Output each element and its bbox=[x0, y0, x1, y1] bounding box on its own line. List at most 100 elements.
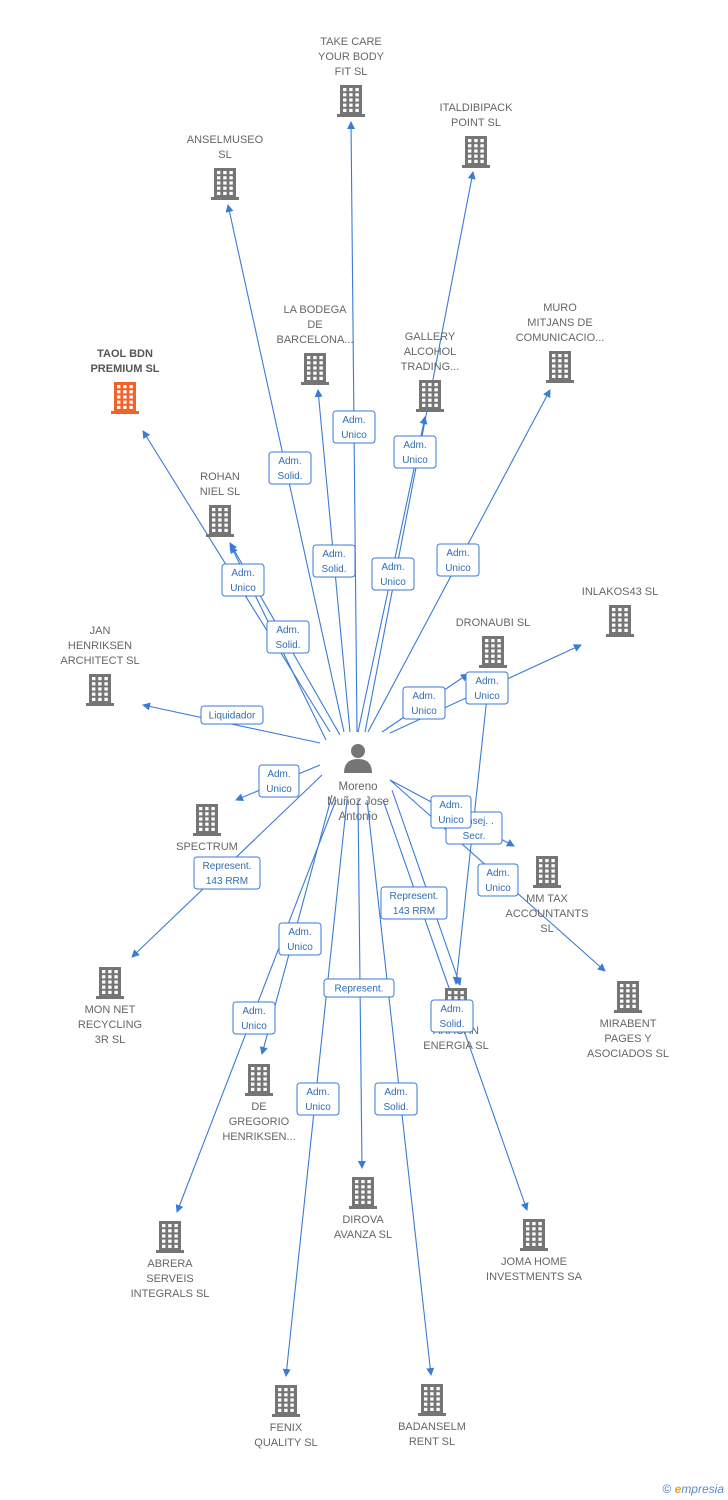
edge-role-label[interactable]: Adm.Unico bbox=[332, 410, 376, 444]
brand-logo-initial: e bbox=[674, 1482, 682, 1496]
edge-role-text: Liquidador bbox=[209, 711, 256, 722]
edge-role-label[interactable]: Adm. Unico bbox=[477, 863, 519, 897]
company-label: AVANZA SL bbox=[334, 1229, 392, 1241]
building-icon bbox=[96, 967, 124, 999]
company-node-dirova[interactable]: DIROVA AVANZA SL bbox=[334, 1177, 392, 1241]
edge-role-text: 143 RRM bbox=[393, 906, 435, 917]
company-label: MM TAX bbox=[526, 893, 568, 905]
company-label: TRADING... bbox=[401, 361, 460, 373]
edge-role-label[interactable]: Adm.Unico bbox=[232, 1001, 276, 1035]
edge-role-text: Represent. bbox=[203, 861, 252, 872]
edge-role-label[interactable]: Adm.Solid. bbox=[268, 451, 312, 485]
edge-role-text: Unico bbox=[341, 430, 367, 441]
edge-role-label[interactable]: Adm.Unico bbox=[465, 671, 509, 705]
person-name-line: Moreno bbox=[339, 781, 378, 793]
company-label: TAOL BDN bbox=[97, 348, 153, 360]
edge-role-text: Unico bbox=[485, 883, 511, 894]
person-name-line: Muñoz Jose bbox=[327, 796, 389, 808]
company-label: DE bbox=[307, 319, 322, 331]
company-node-inlakos43[interactable]: INLAKOS43 SL bbox=[582, 586, 658, 637]
edge-role-text: Unico bbox=[380, 577, 406, 588]
company-label: ARCHITECT SL bbox=[60, 655, 139, 667]
company-label: DIROVA bbox=[342, 1214, 384, 1226]
edge-role-label[interactable]: Adm.Solid. bbox=[266, 620, 310, 654]
edge-role-label[interactable]: Adm.Unico bbox=[258, 764, 300, 798]
company-node-la-bodega[interactable]: LA BODEGADEBARCELONA... bbox=[276, 304, 354, 385]
building-icon bbox=[462, 136, 490, 168]
building-icon bbox=[111, 382, 139, 414]
company-label: LA BODEGA bbox=[284, 304, 348, 316]
edge-role-text: Adm. bbox=[446, 548, 469, 559]
edge-role-label[interactable]: Adm.Solid. bbox=[430, 999, 474, 1033]
edge-role-label[interactable]: Represent. bbox=[323, 978, 395, 998]
building-icon bbox=[416, 380, 444, 412]
company-label: RENT SL bbox=[409, 1436, 455, 1448]
edge-role-label[interactable]: Represent.143 RRM bbox=[193, 856, 261, 890]
company-label: DE bbox=[251, 1101, 266, 1113]
edge-role-text: Adm. bbox=[322, 549, 345, 560]
company-node-dronaubi[interactable]: DRONAUBI SL bbox=[456, 617, 531, 668]
company-label: FENIX bbox=[270, 1422, 303, 1434]
edge-role-label[interactable]: Adm.Unico bbox=[278, 922, 322, 956]
company-label: SL bbox=[540, 923, 553, 935]
company-label: DRONAUBI SL bbox=[456, 617, 531, 629]
edge-role-label[interactable]: Represent. 143 RRM bbox=[380, 886, 448, 920]
company-label: MURO bbox=[543, 302, 577, 314]
edge-role-label[interactable]: Adm.Unico bbox=[436, 543, 480, 577]
company-label: COMUNICACIO... bbox=[516, 332, 605, 344]
edge-role-text: Unico bbox=[402, 455, 428, 466]
company-label: GREGORIO bbox=[229, 1116, 290, 1128]
company-label: SERVEIS bbox=[146, 1273, 194, 1285]
edge-role-text: Adm. bbox=[412, 691, 435, 702]
building-icon bbox=[546, 351, 574, 383]
company-node-gallery-alcohol[interactable]: GALLERYALCOHOLTRADING... bbox=[401, 331, 460, 412]
company-label: POINT SL bbox=[451, 117, 501, 129]
person-name-line: Antonio bbox=[338, 811, 377, 823]
building-icon bbox=[86, 674, 114, 706]
edge-role-text: Unico bbox=[411, 706, 437, 717]
company-label: PAGES Y bbox=[604, 1033, 652, 1045]
edge-role-label[interactable]: Adm.Unico bbox=[393, 435, 437, 469]
edge-role-label[interactable]: Adm.Unico bbox=[371, 557, 415, 591]
building-icon bbox=[193, 804, 221, 836]
company-node-de-gregorio[interactable]: DEGREGORIOHENRIKSEN... bbox=[222, 1064, 296, 1143]
edge-role-text: Unico bbox=[241, 1021, 267, 1032]
edge-role-label[interactable]: Adm. Solid. bbox=[312, 544, 356, 578]
edge-role-label[interactable]: Adm.Solid. bbox=[374, 1082, 418, 1116]
edge-role-label[interactable]: Adm.Unico bbox=[296, 1082, 340, 1116]
edge-role-text: Represent. bbox=[390, 891, 439, 902]
building-icon bbox=[245, 1064, 273, 1096]
edge-role-text: Adm. bbox=[267, 769, 290, 780]
building-icon bbox=[520, 1219, 548, 1251]
building-icon bbox=[206, 505, 234, 537]
edge-role-label[interactable]: Adm.Unico bbox=[430, 795, 472, 829]
edge-labels-layer: Adm.UnicoAdm.Solid.Adm.UnicoAdm.Solid.Ad… bbox=[193, 410, 519, 1116]
edge-role-text: Adm. bbox=[486, 868, 509, 879]
building-icon bbox=[337, 85, 365, 117]
edge-role-label[interactable]: Liquidador bbox=[200, 705, 264, 725]
company-label: ASOCIADOS SL bbox=[587, 1048, 669, 1060]
edge-role-label[interactable]: Adm. Unico bbox=[402, 686, 446, 720]
edge-role-text: Solid. bbox=[321, 564, 346, 575]
edge-role-label[interactable]: Adm.Unico bbox=[221, 563, 265, 597]
edge-role-text: Adm. bbox=[278, 456, 301, 467]
footer-brand[interactable]: © empresia bbox=[662, 1482, 724, 1496]
edge-role-text: Unico bbox=[230, 583, 256, 594]
